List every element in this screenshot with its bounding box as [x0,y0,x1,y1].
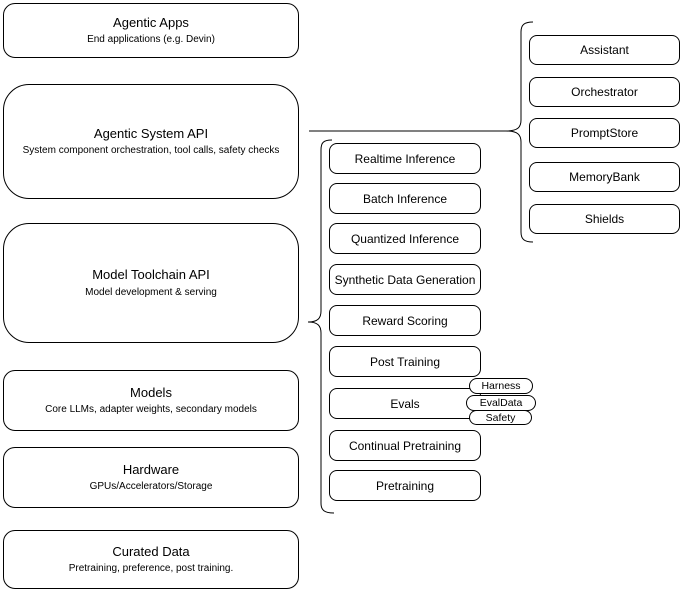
node-title: Agentic Apps [113,14,189,30]
tag-evaldata: EvalData [466,395,536,411]
node-post-training: Post Training [329,346,481,377]
node-label: Assistant [580,43,629,57]
node-label: Shields [584,212,625,226]
node-curated-data: Curated Data Pretraining, preference, po… [3,530,299,589]
node-label: Pretraining [375,478,435,493]
node-agentic-apps: Agentic Apps End applications (e.g. Devi… [3,3,299,58]
node-title: Hardware [122,461,180,477]
node-model-toolchain-api: Model Toolchain API Model development & … [3,223,299,343]
node-continual-pretraining: Continual Pretraining [329,430,481,461]
node-label: MemoryBank [569,170,640,184]
node-label: Post Training [369,354,441,369]
node-title: Model Toolchain API [92,267,210,283]
node-title: Curated Data [112,543,190,559]
node-promptstore: PromptStore [529,118,680,148]
tag-harness: Harness [469,378,533,394]
node-label: Evals [390,396,420,411]
node-models: Models Core LLMs, adapter weights, secon… [3,370,299,431]
node-subtitle: Core LLMs, adapter weights, secondary mo… [45,404,257,416]
node-subtitle: Pretraining, preference, post training. [68,563,234,575]
node-subtitle: End applications (e.g. Devin) [87,34,215,46]
node-subtitle: System component orchestration, tool cal… [22,145,280,157]
node-hardware: Hardware GPUs/Accelerators/Storage [3,447,299,508]
tag-safety: Safety [469,410,532,425]
node-label: Quantized Inference [350,231,460,246]
node-label: Batch Inference [362,191,448,206]
node-evals: Evals [329,388,481,419]
node-label: Synthetic Data Generation [334,272,476,287]
node-label: Realtime Inference [354,151,456,166]
node-label: Reward Scoring [362,313,448,328]
node-orchestrator: Orchestrator [529,77,680,107]
tag-label: EvalData [479,397,523,409]
node-title: Agentic System API [93,125,209,141]
node-synthetic-data-generation: Synthetic Data Generation [329,264,481,295]
node-subtitle: GPUs/Accelerators/Storage [89,481,213,493]
node-assistant: Assistant [529,35,680,65]
system-components-brace [505,21,534,243]
node-memorybank: MemoryBank [529,162,680,192]
toolchain-items-brace [307,139,335,514]
node-quantized-inference: Quantized Inference [329,223,481,254]
tag-label: Harness [481,380,521,392]
node-subtitle: Model development & serving [85,286,217,298]
node-label: Continual Pretraining [348,438,462,453]
node-label: Orchestrator [571,85,638,99]
node-agentic-system-api: Agentic System API System component orch… [3,84,299,199]
node-reward-scoring: Reward Scoring [329,305,481,336]
node-realtime-inference: Realtime Inference [329,143,481,174]
node-title: Models [130,384,172,400]
tag-label: Safety [485,411,516,424]
node-shields: Shields [529,204,680,234]
node-pretraining: Pretraining [329,470,481,501]
node-label: PromptStore [570,126,639,140]
node-batch-inference: Batch Inference [329,183,481,214]
